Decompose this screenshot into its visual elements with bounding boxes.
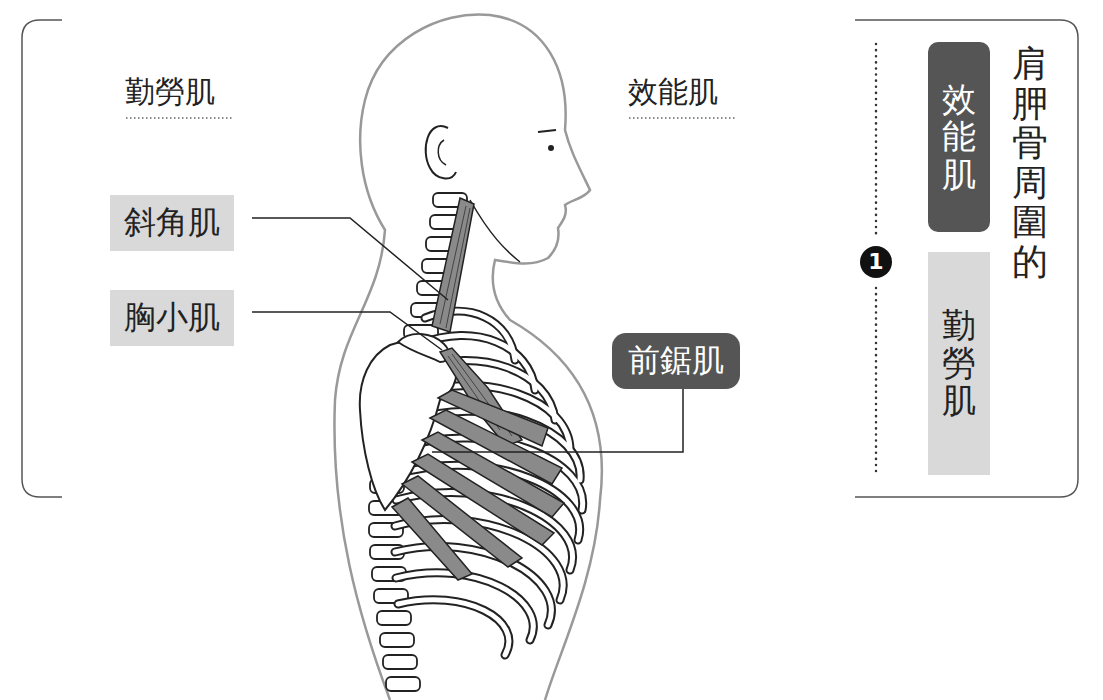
callout-number: 1 (860, 246, 892, 278)
box-text: 效能肌 (942, 81, 976, 193)
category-box: 效能肌 (928, 42, 990, 232)
box-text: 勤勞肌 (942, 307, 976, 419)
heading-label: 效能肌 (628, 72, 718, 113)
acromion (398, 334, 449, 362)
serratus-anterior (392, 390, 564, 580)
frame-left (22, 20, 62, 497)
ear-inner (438, 140, 446, 165)
leader-line (432, 380, 683, 452)
underline (126, 117, 234, 119)
scalene-muscle (432, 198, 474, 332)
ear (426, 126, 456, 178)
leader-line (252, 218, 448, 300)
muscle-label: 前鋸肌 (612, 333, 740, 389)
brow (538, 130, 556, 132)
heading-label: 勤勞肌 (125, 72, 215, 113)
box-text: 斜角肌 (124, 201, 220, 245)
muscle-label: 斜角肌 (110, 195, 234, 251)
underline (629, 117, 737, 119)
box-text: 胸小肌 (124, 296, 220, 340)
dotted-line (875, 288, 878, 475)
box-text: 前鋸肌 (628, 339, 724, 383)
body-outline (334, 14, 601, 700)
leader-line (252, 312, 442, 350)
eye (548, 145, 554, 151)
muscle-label: 胸小肌 (110, 290, 234, 346)
category-box: 勤勞肌 (928, 252, 990, 475)
heading-label: 肩胛骨周圍的 (1012, 44, 1048, 282)
dotted-line (875, 44, 878, 238)
frame-right (855, 20, 1078, 497)
jaw (470, 200, 520, 262)
muscle-fibres (440, 206, 470, 328)
